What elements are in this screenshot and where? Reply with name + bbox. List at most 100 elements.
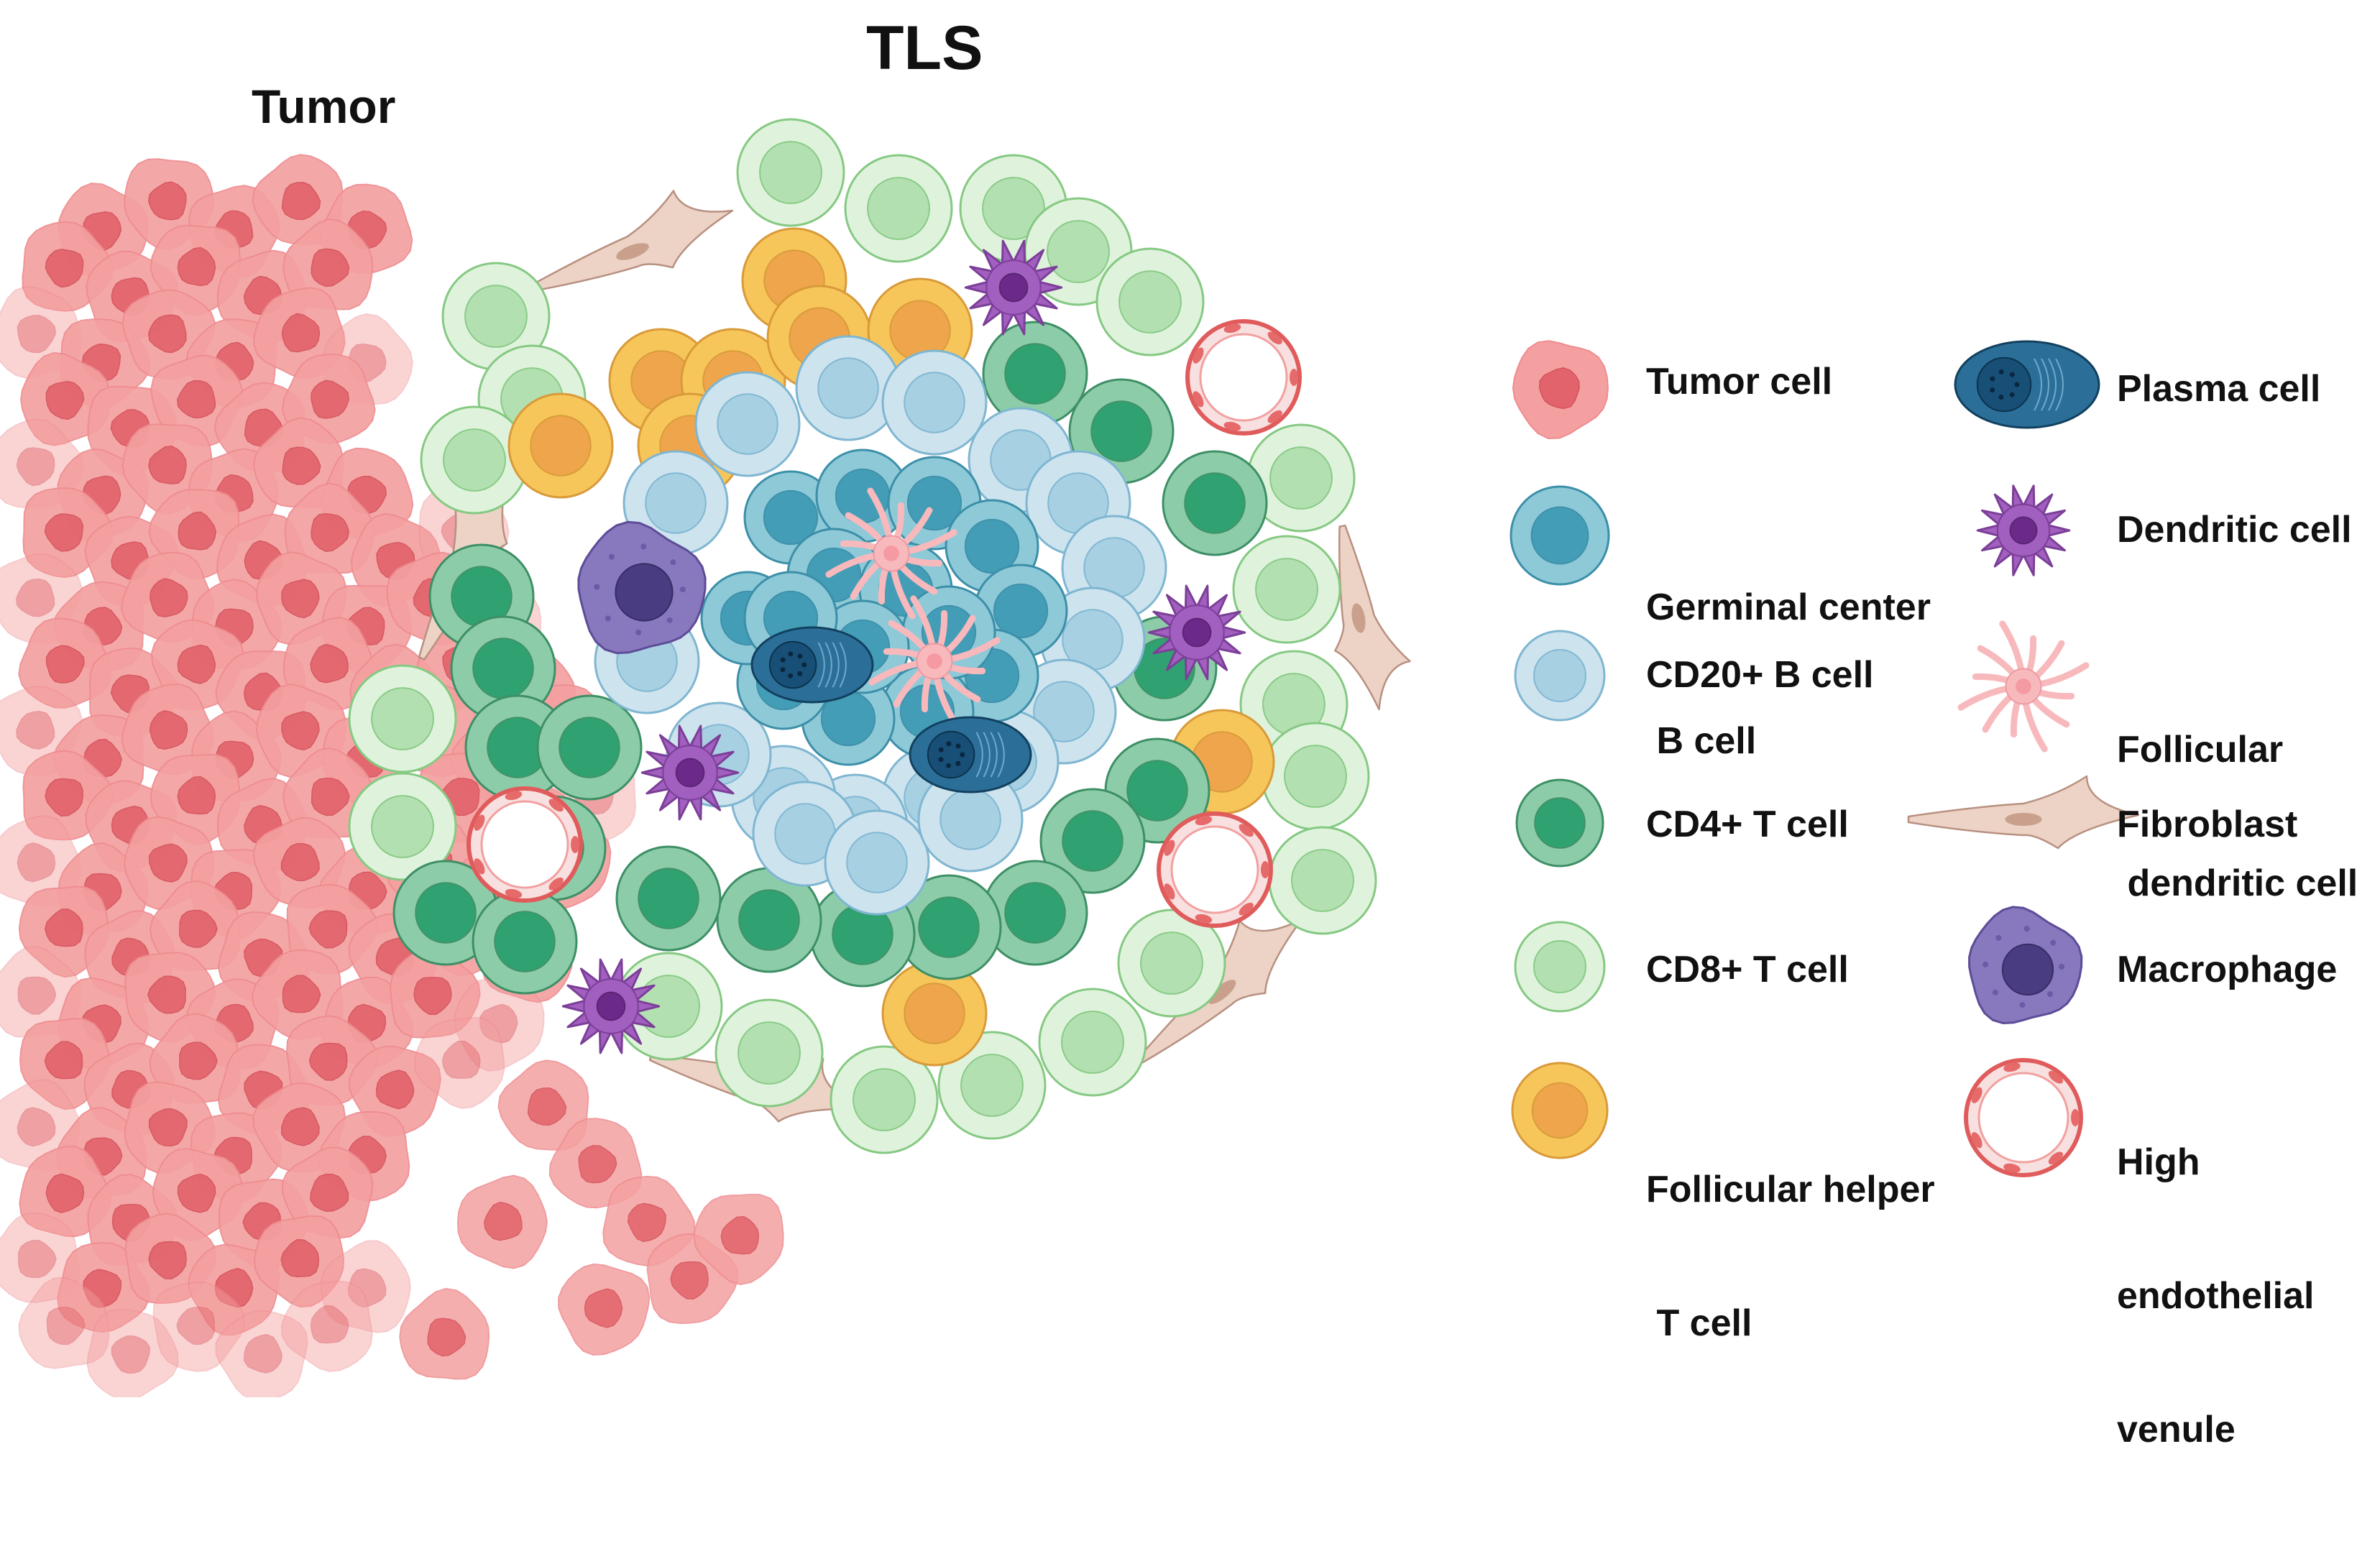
tumor-label: Tumor	[252, 80, 396, 133]
cd8-t-cell	[1268, 826, 1377, 935]
tumor-cell	[281, 1146, 374, 1239]
tumor-cell	[454, 978, 545, 1072]
legend-label-high-endothelial-venule: High endothelial venule	[2117, 1051, 2314, 1541]
plasma-cell	[909, 716, 1032, 794]
tls-title: TLS	[866, 14, 983, 83]
legend-label-line: Follicular	[2117, 729, 2284, 770]
tumor-cell	[121, 683, 215, 776]
cd8-t-cell	[614, 952, 723, 1061]
tumor-cell	[282, 218, 374, 310]
cd4-t-cell	[1039, 788, 1146, 894]
legend-label-dendritic-cell: Dendritic cell	[2117, 509, 2352, 551]
tumor-cell	[18, 1276, 110, 1369]
diagram-stage: Tumor TLS Tumor cell Germinal center B c…	[0, 14, 2358, 1450]
legend-label-plasma-cell: Plasma cell	[2117, 368, 2321, 410]
legend-label-germinal-center-b-cell: Germinal center B cell	[1646, 496, 1931, 852]
tumor-cell	[253, 1215, 345, 1308]
legend-label-cd8-t-cell: CD8+ T cell	[1646, 949, 1849, 990]
cd8-t-cell	[1095, 247, 1205, 356]
legend-label-follicular-helper-t-cell: Follicular helper T cell	[1646, 1078, 1935, 1435]
high-endothelial-venule	[1157, 811, 1273, 928]
cd8-t-cell	[715, 998, 824, 1108]
follicular-helper-t-cell	[867, 277, 973, 384]
macrophage	[1968, 906, 2083, 1025]
cd20-b-cell	[824, 809, 930, 916]
legend-label-fibroblast: Fibroblast	[2117, 804, 2298, 845]
cd4-t-cell	[1515, 778, 1604, 868]
cd8-t-cell	[420, 405, 529, 515]
tumor-cell	[413, 1017, 505, 1109]
dendritic-cell	[561, 958, 661, 1054]
legend-label-line: Follicular helper	[1646, 1169, 1935, 1210]
cd4-t-cell	[896, 874, 1002, 980]
dendritic-cell	[1147, 584, 1246, 681]
cd20-b-cell	[881, 349, 988, 456]
cd8-t-cell	[441, 262, 551, 371]
high-endothelial-venule	[467, 786, 583, 903]
tumor-cell	[284, 482, 375, 574]
cd20-b-cell	[917, 766, 1024, 873]
tumor-cell	[1512, 340, 1609, 440]
tumor-cell	[18, 617, 112, 709]
cd8-t-cell	[348, 664, 457, 773]
plasma-cell	[750, 626, 874, 704]
plasma-cell	[1954, 340, 2100, 429]
tumor-cell	[57, 1241, 150, 1333]
legend-label-line: T cell	[1646, 1302, 1752, 1344]
legend-label-macrophage: Macrophage	[2117, 949, 2338, 990]
legend-label-line: venule	[2117, 1409, 2236, 1450]
dendritic-cell	[964, 239, 1063, 336]
cd20-b-cell	[795, 335, 901, 441]
cd4-t-cell	[982, 860, 1088, 966]
tumor-cell	[20, 351, 111, 446]
cd8-t-cell	[1261, 722, 1370, 831]
tumor-cell	[86, 1308, 179, 1397]
tumor-cell	[149, 880, 241, 972]
dendritic-cell	[1976, 484, 2071, 576]
tumor-cell	[558, 1263, 651, 1356]
cd8-t-cell	[1232, 535, 1341, 644]
cd4-t-cell	[1162, 450, 1268, 556]
cd4-t-cell	[536, 694, 643, 801]
legend-label-line: dendritic cell	[2117, 862, 2358, 904]
tumor-cell	[121, 551, 215, 643]
cd8-t-cell	[1038, 988, 1147, 1097]
germinal-center-b-cell	[1510, 485, 1610, 586]
tumor-cell	[280, 1280, 373, 1372]
cd8-t-cell	[736, 118, 845, 227]
tumor-cell	[390, 947, 481, 1039]
follicular-dendritic-cell	[825, 487, 957, 620]
cd8-t-cell	[830, 1045, 939, 1154]
tumor-cell	[149, 1013, 241, 1105]
legend-label-line: B cell	[1646, 720, 1757, 762]
cd4-t-cell	[472, 888, 578, 995]
legend-label-follicular-dendritic-cell: Follicular dendritic cell	[2117, 638, 2358, 995]
cd4-t-cell	[615, 845, 722, 952]
legend-label-cd20-b-cell: CD20+ B cell	[1646, 654, 1874, 696]
tls-structure	[348, 118, 1411, 1154]
cd8-t-cell	[844, 154, 953, 263]
tumor-cell	[497, 1059, 589, 1151]
legend-label-cd4-t-cell: CD4+ T cell	[1646, 804, 1849, 845]
follicular-dendritic-cell	[1957, 620, 2090, 753]
tumor-cell	[320, 1240, 411, 1333]
cd8-t-cell	[1246, 423, 1356, 533]
legend-label-tumor-cell: Tumor cell	[1646, 361, 1833, 402]
cd8-t-cell	[937, 1031, 1047, 1140]
legend-label-line: endothelial	[2117, 1275, 2315, 1317]
tumor-cell	[693, 1193, 784, 1286]
legend-icons	[1510, 340, 2140, 1177]
cd4-t-cell	[982, 321, 1088, 427]
cd4-t-cell	[428, 543, 535, 650]
cd20-b-cell	[694, 371, 801, 477]
macrophage	[577, 520, 707, 655]
cd4-t-cell	[716, 867, 822, 973]
cd20-b-cell	[1514, 630, 1606, 722]
cd8-t-cell	[1514, 921, 1606, 1013]
legend-label-line: Germinal center	[1646, 586, 1931, 628]
follicular-helper-t-cell	[1511, 1062, 1609, 1159]
high-endothelial-venule	[1185, 319, 1302, 436]
legend-label-line: High	[2117, 1141, 2200, 1183]
cd8-t-cell	[1117, 908, 1226, 1018]
fibroblast	[1334, 525, 1411, 711]
